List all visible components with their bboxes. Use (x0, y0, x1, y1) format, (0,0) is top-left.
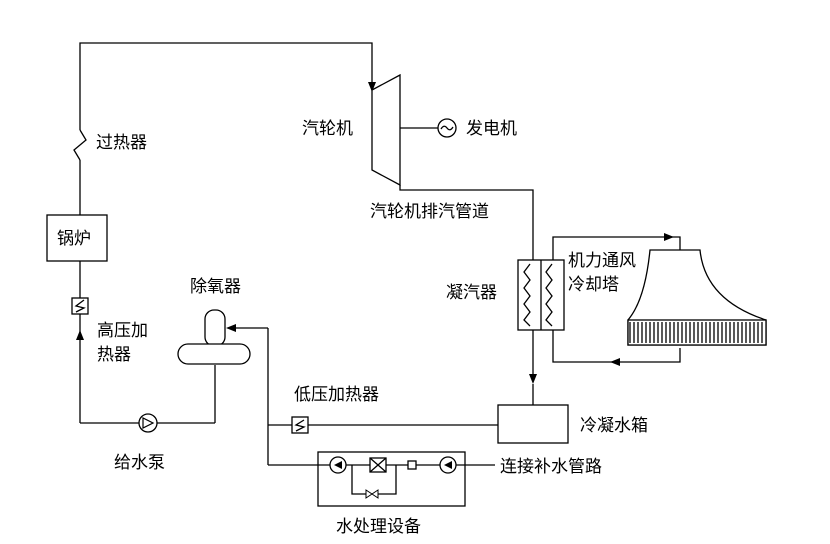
superheater-symbol (73, 129, 87, 215)
water-treatment-box (317, 451, 466, 507)
cooling-tower-label-1: 机力通风 (568, 251, 636, 271)
boiler-box (46, 214, 108, 262)
deaerator-inlet-pipe (226, 324, 269, 465)
makeup-line-label: 连接补水管路 (500, 457, 602, 477)
feedwater-pipe (76, 314, 216, 424)
boiler-label: 锅炉 (57, 229, 91, 249)
feed-pump-symbol (138, 413, 158, 433)
hp-heater-label-1: 高压加 (97, 321, 148, 341)
cooling-tower-symbol (627, 249, 767, 346)
main-steam-pipe (79, 42, 376, 130)
exhaust-pipe (399, 185, 534, 260)
superheater-label: 过热器 (96, 133, 147, 153)
filter-symbol (369, 457, 387, 473)
hp-heater-label-2: 热器 (97, 345, 131, 365)
feed-pump-label: 给水泵 (114, 453, 165, 473)
bypass-valve (351, 465, 397, 499)
condenser-label: 凝汽器 (446, 283, 497, 303)
treatment-pump-left (329, 456, 347, 474)
turbine-symbol (371, 73, 401, 187)
condenser-symbol (517, 259, 565, 331)
deaerator-label: 除氧器 (190, 277, 241, 297)
small-device-symbol (407, 460, 417, 470)
hp-heater-symbol (71, 297, 89, 315)
lp-heater-symbol (291, 416, 309, 434)
turbine-label: 汽轮机 (302, 119, 353, 139)
water-treatment-label: 水处理设备 (336, 517, 421, 537)
generator-label: 发电机 (466, 119, 517, 139)
condensate-tank-box (497, 404, 569, 444)
treatment-pump-right (439, 456, 457, 474)
generator-symbol (437, 118, 457, 138)
condensate-tank-label: 冷凝水箱 (580, 416, 648, 436)
deaerator-symbol (177, 309, 251, 365)
lp-heater-label: 低压加热器 (294, 385, 379, 405)
condensate-drain-pipe (529, 330, 537, 405)
cooling-tower-label-2: 冷却塔 (568, 275, 619, 295)
exhaust-pipe-label: 汽轮机排汽管道 (370, 202, 489, 222)
